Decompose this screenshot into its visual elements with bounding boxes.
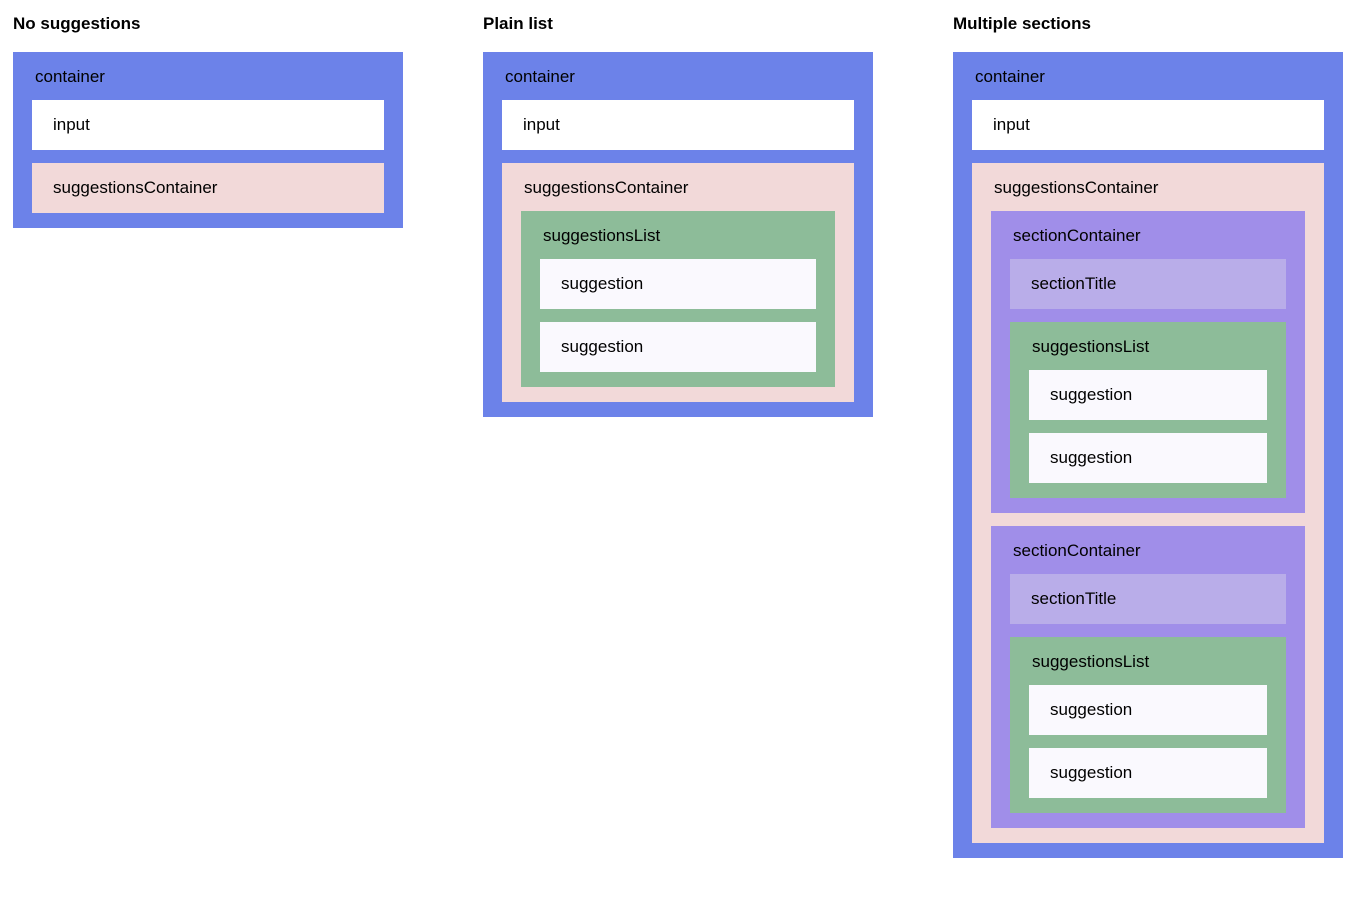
input-label: input (993, 115, 1030, 134)
suggestions-container-label: suggestionsContainer (53, 178, 218, 197)
section-container-label: sectionContainer (1013, 226, 1141, 245)
section-container-box: sectionContainer sectionTitle suggestion… (991, 211, 1305, 513)
column-no-suggestions: No suggestions container input suggestio… (13, 14, 403, 228)
suggestion-box: suggestion (1029, 433, 1267, 483)
suggestion-label: suggestion (1050, 763, 1133, 782)
column-heading: No suggestions (13, 14, 141, 33)
section-container-label: sectionContainer (1013, 541, 1141, 560)
suggestions-container-box: suggestionsContainer suggestionsList sug… (502, 163, 854, 402)
container-box: container input suggestionsContainer sug… (483, 52, 873, 417)
suggestion-box: suggestion (1029, 748, 1267, 798)
suggestions-container-box: suggestionsContainer (32, 163, 384, 213)
suggestion-label: suggestion (1050, 700, 1133, 719)
section-title-label: sectionTitle (1031, 589, 1117, 608)
suggestions-container-label: suggestionsContainer (994, 178, 1159, 197)
section-container-box: sectionContainer sectionTitle suggestion… (991, 526, 1305, 828)
suggestion-box: suggestion (1029, 370, 1267, 420)
theme-diagram-page: No suggestions container input suggestio… (13, 14, 1343, 858)
suggestions-container-label: suggestionsContainer (524, 178, 689, 197)
container-box: container input suggestionsContainer (13, 52, 403, 228)
suggestion-label: suggestion (561, 274, 644, 293)
suggestions-list-label: suggestionsList (1032, 652, 1150, 671)
suggestions-container-box: suggestionsContainer sectionContainer se… (972, 163, 1324, 843)
suggestion-label: suggestion (1050, 385, 1133, 404)
suggestions-list-label: suggestionsList (543, 226, 661, 245)
column-heading: Multiple sections (953, 14, 1091, 33)
container-label: container (505, 67, 575, 86)
input-label: input (53, 115, 90, 134)
column-heading: Plain list (483, 14, 553, 33)
section-title-label: sectionTitle (1031, 274, 1117, 293)
section-title-box: sectionTitle (1010, 574, 1286, 624)
suggestions-list-box: suggestionsList suggestion suggestion (521, 211, 835, 387)
container-label: container (975, 67, 1045, 86)
input-box: input (32, 100, 384, 150)
suggestions-list-label: suggestionsList (1032, 337, 1150, 356)
suggestion-label: suggestion (561, 337, 644, 356)
container-label: container (35, 67, 105, 86)
input-box: input (972, 100, 1324, 150)
input-box: input (502, 100, 854, 150)
suggestions-list-box: suggestionsList suggestion suggestion (1010, 322, 1286, 498)
input-label: input (523, 115, 560, 134)
suggestion-box: suggestion (1029, 685, 1267, 735)
column-plain-list: Plain list container input suggestionsCo… (483, 14, 873, 417)
suggestion-box: suggestion (540, 322, 816, 372)
column-multiple-sections: Multiple sections container input sugges… (953, 14, 1343, 858)
section-title-box: sectionTitle (1010, 259, 1286, 309)
suggestions-list-box: suggestionsList suggestion suggestion (1010, 637, 1286, 813)
container-box: container input suggestionsContainer sec… (953, 52, 1343, 858)
suggestion-label: suggestion (1050, 448, 1133, 467)
suggestion-box: suggestion (540, 259, 816, 309)
